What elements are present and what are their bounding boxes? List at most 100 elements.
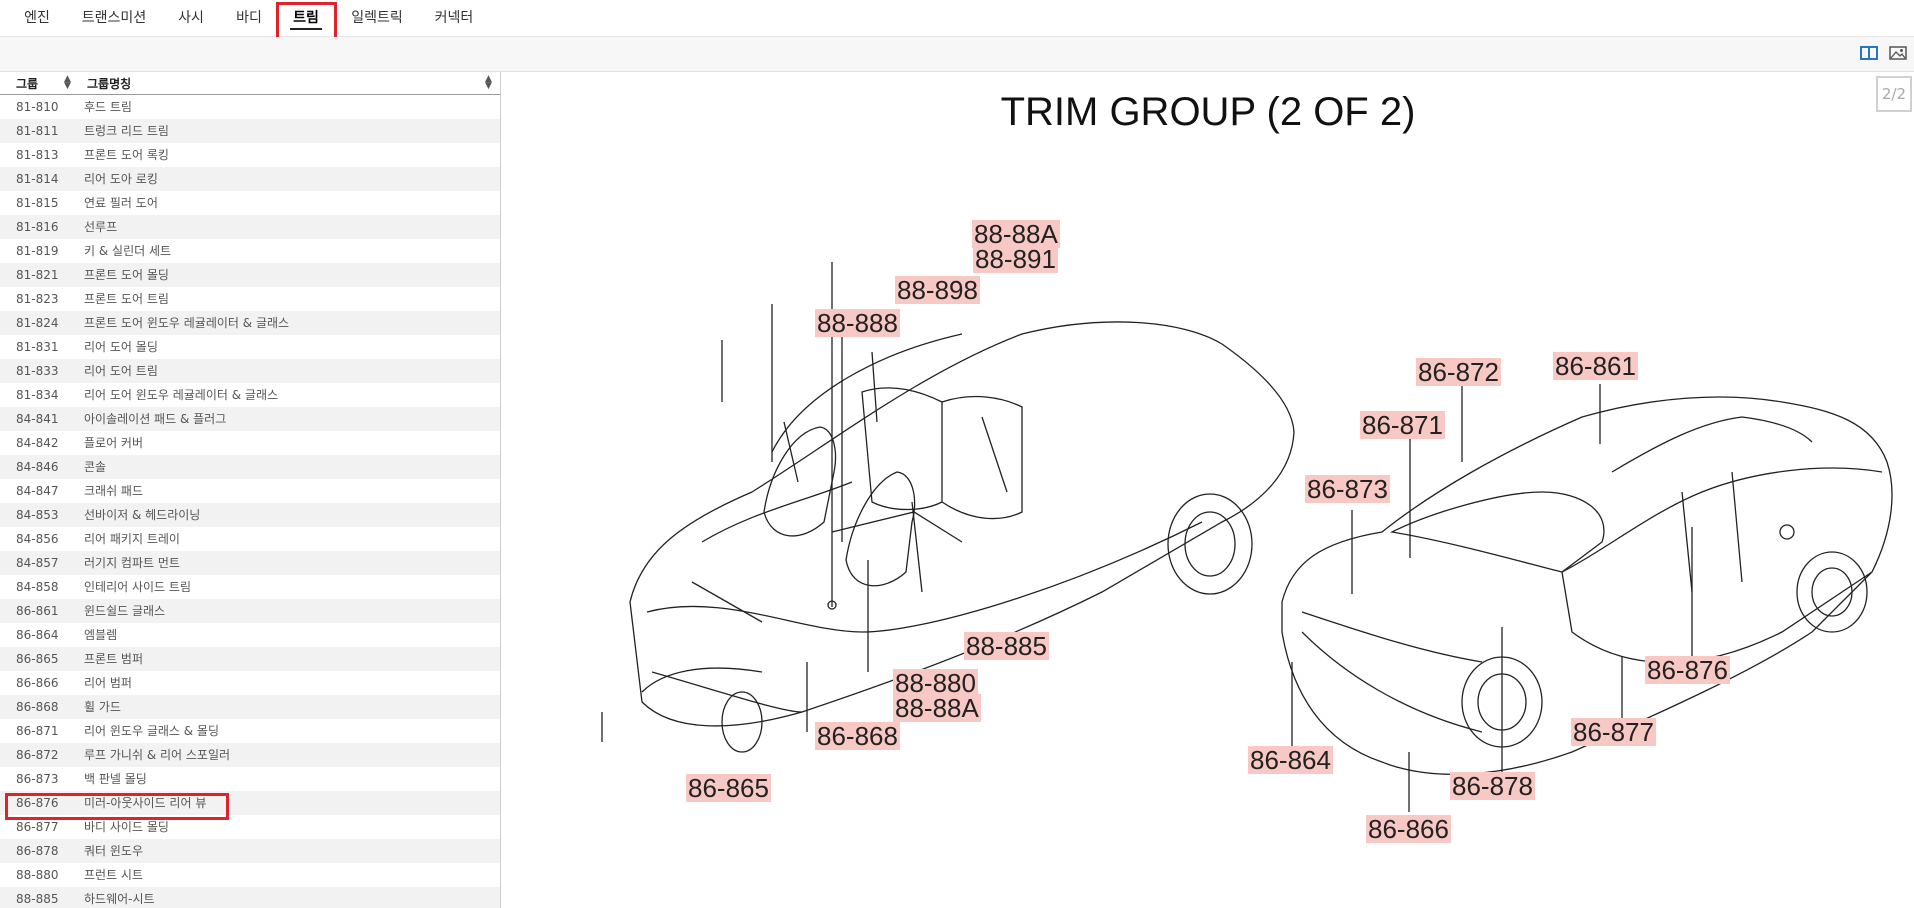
part-label-88-888[interactable]: 88-888 xyxy=(815,308,900,338)
group-code: 86-871 xyxy=(16,724,59,738)
group-name: 리어 도아 로킹 xyxy=(84,172,158,186)
page-indicator[interactable]: 2/2 xyxy=(1876,76,1912,112)
part-label-88-88A-top[interactable]: 88-88A xyxy=(972,219,1060,249)
part-label-86-866[interactable]: 86-866 xyxy=(1366,814,1451,844)
table-row[interactable]: 81-814 리어 도아 로킹 xyxy=(0,167,500,191)
group-name: 후드 트림 xyxy=(84,100,132,114)
part-label-86-876[interactable]: 86-876 xyxy=(1645,655,1730,685)
group-name: 프런트 시트 xyxy=(84,868,144,882)
tab-trim[interactable]: 트림 xyxy=(282,0,330,36)
group-code: 84-842 xyxy=(16,436,59,450)
part-label-86-864[interactable]: 86-864 xyxy=(1248,745,1333,775)
split-view-icon[interactable] xyxy=(1860,45,1878,61)
diagram-panel: 2/2 TRIM GROUP (2 OF 2) xyxy=(502,72,1914,908)
header-group-name[interactable]: 그룹명칭 xyxy=(87,77,132,91)
group-name: 리어 도어 트림 xyxy=(84,364,158,378)
table-row[interactable]: 81-833 리어 도어 트림 xyxy=(0,359,500,383)
group-code: 81-814 xyxy=(16,172,59,186)
group-code: 86-865 xyxy=(16,652,59,666)
group-name: 크래쉬 패드 xyxy=(84,484,144,498)
group-name: 프론트 범퍼 xyxy=(84,652,144,666)
group-code: 81-816 xyxy=(16,220,59,234)
part-label-86-868[interactable]: 86-868 xyxy=(815,721,900,751)
group-code: 81-831 xyxy=(16,340,59,354)
part-label-86-861[interactable]: 86-861 xyxy=(1553,351,1638,381)
group-code: 81-833 xyxy=(16,364,59,378)
image-icon[interactable] xyxy=(1889,45,1907,61)
group-name: 휠 가드 xyxy=(84,700,121,714)
group-code: 86-873 xyxy=(16,772,59,786)
header-group[interactable]: 그룹 xyxy=(16,77,39,91)
tab-connector[interactable]: 커넥터 xyxy=(434,10,474,26)
part-label-88-891[interactable]: 88-891 xyxy=(973,244,1058,274)
group-name: 아이솔레이션 패드 & 플러그 xyxy=(84,412,227,426)
group-name: 러기지 컴파트 먼트 xyxy=(84,556,180,570)
tab-body[interactable]: 바디 xyxy=(236,10,262,26)
part-label-86-877[interactable]: 86-877 xyxy=(1571,717,1656,747)
sort-icon[interactable]: ▲▼ xyxy=(64,74,71,91)
group-name: 쿼터 윈도우 xyxy=(84,844,144,858)
group-name: 루프 가니쉬 & 리어 스포일러 xyxy=(84,748,231,762)
group-code: 81-819 xyxy=(16,244,59,258)
part-label-88-88A-bottom[interactable]: 88-88A xyxy=(893,693,981,723)
sort-icon[interactable]: ▲▼ xyxy=(485,74,492,91)
table-row[interactable]: 86-861 윈드쉴드 글래스 xyxy=(0,599,500,623)
group-code: 86-864 xyxy=(16,628,59,642)
part-label-88-880[interactable]: 88-880 xyxy=(893,668,978,698)
group-code: 86-861 xyxy=(16,604,59,618)
tab-transmission[interactable]: 트랜스미션 xyxy=(81,10,147,26)
part-label-86-878[interactable]: 86-878 xyxy=(1450,771,1535,801)
group-name: 윈드쉴드 글래스 xyxy=(84,604,166,618)
part-label-86-865[interactable]: 86-865 xyxy=(686,773,771,803)
tab-engine[interactable]: 엔진 xyxy=(24,10,50,26)
part-label-86-872[interactable]: 86-872 xyxy=(1416,357,1501,387)
group-code: 81-823 xyxy=(16,292,59,306)
group-code: 81-824 xyxy=(16,316,59,330)
part-label-86-873[interactable]: 86-873 xyxy=(1305,474,1390,504)
group-code: 86-877 xyxy=(16,820,59,834)
tab-chassis[interactable]: 사시 xyxy=(178,10,204,26)
table-row[interactable]: 86-864 엠블렘 xyxy=(0,623,500,647)
group-code: 86-866 xyxy=(16,676,59,690)
group-code: 81-815 xyxy=(16,196,59,210)
table-row[interactable]: 86-865 프론트 범퍼 xyxy=(0,647,500,671)
part-label-86-871[interactable]: 86-871 xyxy=(1360,410,1445,440)
group-name: 엠블렘 xyxy=(84,628,118,642)
part-label-88-885[interactable]: 88-885 xyxy=(964,631,1049,661)
part-label-88-898[interactable]: 88-898 xyxy=(895,275,980,305)
group-name: 트렁크 리드 트림 xyxy=(84,124,169,138)
tab-electric[interactable]: 일렉트릭 xyxy=(351,10,403,26)
group-name: 프론트 도어 몰딩 xyxy=(84,268,169,282)
